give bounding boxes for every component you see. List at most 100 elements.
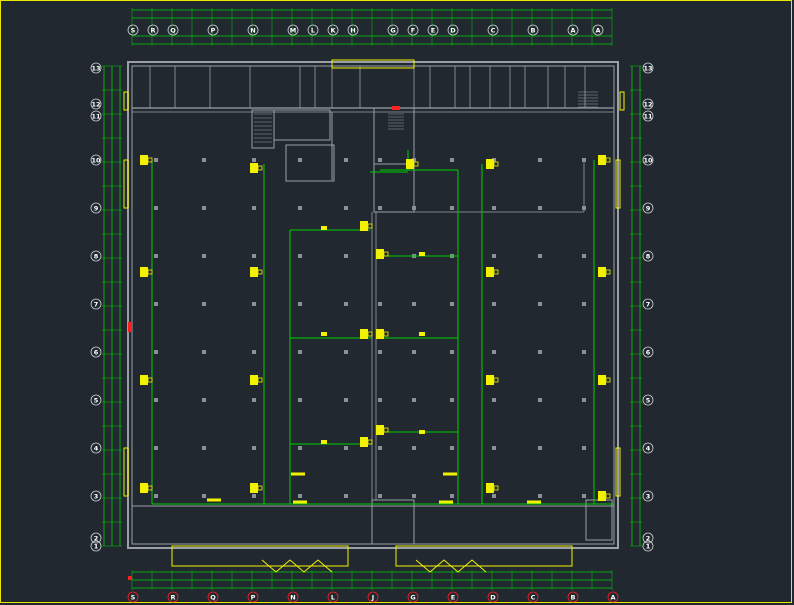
top-axis-bubble-circle <box>347 24 359 36</box>
bottom-axis-bubble-circle <box>607 591 619 603</box>
structural-column <box>538 206 542 210</box>
top-axis-bubble-label: K <box>330 27 336 35</box>
structural-column <box>298 254 302 258</box>
structural-column <box>344 158 348 162</box>
structural-column <box>492 494 496 498</box>
structural-column <box>450 398 454 402</box>
right-axis-bubble-circle <box>642 298 654 310</box>
top-axis-bubble-circle <box>592 24 604 36</box>
core-room <box>373 163 415 213</box>
structural-column <box>492 398 496 402</box>
structural-column <box>450 446 454 450</box>
light-fixture <box>250 267 258 277</box>
top-axis-bubble-circle <box>127 24 139 36</box>
left-axis-bubble-circle <box>90 540 102 552</box>
top-axis-bubble-circle <box>167 24 179 36</box>
left-axis-bubble-circle <box>90 346 102 358</box>
structural-column <box>154 158 158 162</box>
bottom-axis-bubble-circle <box>287 591 299 603</box>
window-frame <box>615 447 621 497</box>
fixture-switch <box>367 223 373 229</box>
light-fixture <box>406 159 414 169</box>
top-axis-bubble-circle <box>387 24 399 36</box>
right-axis-bubble-label: 4 <box>646 445 651 453</box>
window-frame <box>615 159 621 209</box>
light-fixture <box>140 483 148 493</box>
light-fixture <box>486 159 494 169</box>
structural-column <box>154 494 158 498</box>
bottom-axis-bubble-circle <box>127 591 139 603</box>
top-axis-bubble-label: N <box>250 27 255 35</box>
structural-column <box>202 206 206 210</box>
alarm-marker <box>128 576 132 580</box>
structural-column <box>298 302 302 306</box>
light-fixture <box>360 329 368 339</box>
left-axis-bubble-circle <box>90 154 102 166</box>
fixture-switch <box>383 427 389 433</box>
fixture-tag-line <box>293 500 307 504</box>
top-axis-bubble-label: H <box>350 27 355 35</box>
structural-column <box>344 302 348 306</box>
structural-column <box>582 206 586 210</box>
structural-column <box>412 398 416 402</box>
window-frame <box>123 91 129 111</box>
structural-column <box>202 158 206 162</box>
light-fixtures <box>128 106 611 580</box>
top-axis-bubble-label: S <box>131 27 136 35</box>
left-axis-bubble-circle <box>90 442 102 454</box>
top-axis-bubble-label: F <box>411 27 415 35</box>
light-fixture <box>376 249 384 259</box>
structural-column <box>378 350 382 354</box>
right-axis-bubble-label: 11 <box>643 113 653 121</box>
structural-column <box>538 158 542 162</box>
structural-column <box>412 206 416 210</box>
light-fixture-small <box>419 252 425 256</box>
structural-column <box>582 494 586 498</box>
structural-column <box>492 446 496 450</box>
fixture-switch <box>605 377 611 383</box>
bottom-axis-bubble-circle <box>247 591 259 603</box>
bottom-axis-bubble-circle <box>167 591 179 603</box>
stair-core <box>251 109 275 149</box>
fixture-switch <box>257 269 263 275</box>
right-axis-bubble-circle <box>642 250 654 262</box>
light-fixture <box>486 375 494 385</box>
window-frame <box>619 91 625 111</box>
fixture-tag-line <box>207 498 221 502</box>
left-axis-bubble-label: 9 <box>94 205 99 213</box>
structural-column <box>298 398 302 402</box>
structural-column <box>378 302 382 306</box>
top-axis-bubble-circle <box>247 24 259 36</box>
structural-column <box>298 206 302 210</box>
canopy-detail <box>261 559 333 573</box>
structural-column <box>154 350 158 354</box>
fixture-switch <box>605 269 611 275</box>
bottom-axis-bubble-label: N <box>290 594 295 602</box>
left-axis-bubble-label: 6 <box>94 349 99 357</box>
left-axis-bubble-circle <box>90 98 102 110</box>
canopy-outline <box>171 545 349 567</box>
left-axis-bubble-circle <box>90 62 102 74</box>
fixture-switch <box>605 157 611 163</box>
right-axis-bubble-circle <box>642 442 654 454</box>
fixture-switch <box>493 269 499 275</box>
top-axis-bubble-label: A <box>570 27 575 35</box>
left-axis-bubble-circle <box>90 490 102 502</box>
canopy-outline <box>395 545 573 567</box>
top-axis-bubble-label: A <box>595 27 600 35</box>
fixture-tag-line <box>443 472 457 476</box>
bottom-axis-bubble-label: L <box>331 594 335 602</box>
structural-column <box>538 302 542 306</box>
structural-column <box>252 398 256 402</box>
structural-column <box>252 302 256 306</box>
fixture-tag-line <box>527 500 541 504</box>
window-frame <box>123 447 129 497</box>
bottom-axis-bubble-label: S <box>131 594 136 602</box>
structural-column <box>252 350 256 354</box>
structural-column <box>344 206 348 210</box>
left-axis-bubble-label: 7 <box>94 301 99 309</box>
bottom-axis-bubble-label: E <box>451 594 455 602</box>
structural-column <box>252 158 256 162</box>
light-fixture <box>250 375 258 385</box>
